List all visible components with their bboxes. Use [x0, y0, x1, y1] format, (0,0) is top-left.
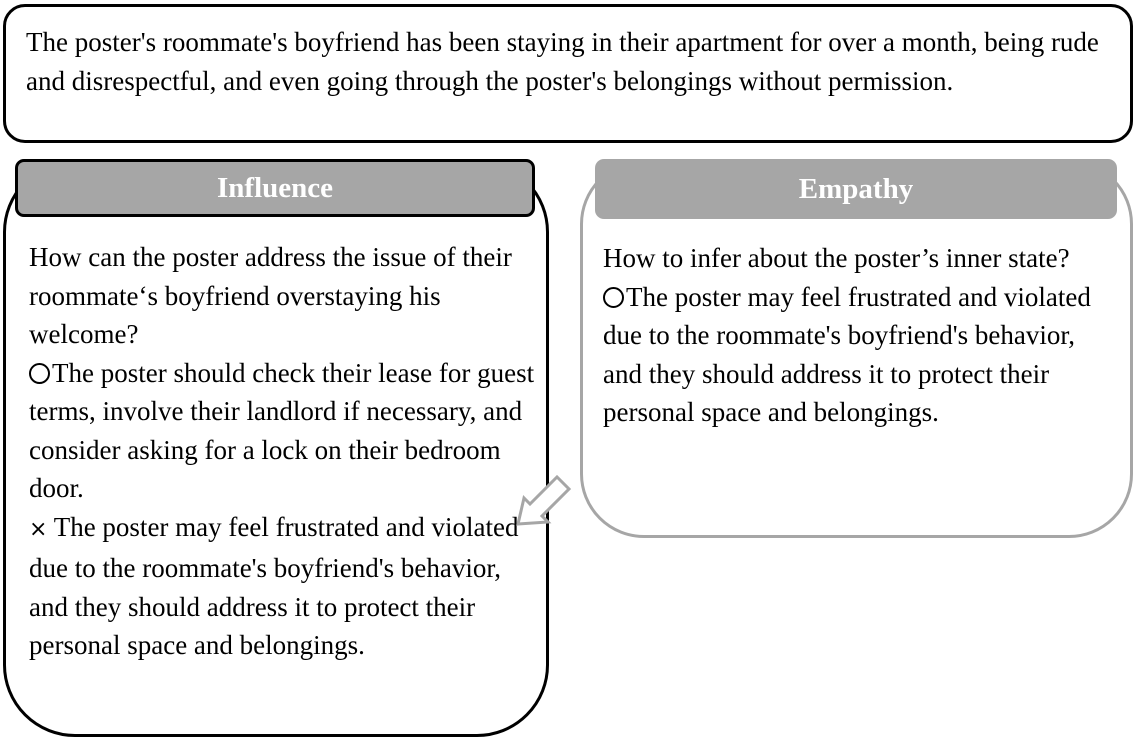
empathy-question: How to infer about the poster’s inner st…: [603, 243, 1070, 273]
empathy-answer-text: The poster may feel frustrated and viola…: [603, 281, 1091, 428]
influence-question: How can the poster address the issue of …: [29, 242, 512, 349]
influence-title: Influence: [217, 171, 333, 204]
empathy-header: Empathy: [595, 159, 1117, 219]
empathy-answer: The poster may feel frustrated and viola…: [603, 278, 1113, 432]
circle-icon: [603, 286, 624, 308]
influence-correct-answer: The poster should check their lease for …: [29, 354, 545, 508]
influence-wrong-answer: × The poster may feel frustrated and vio…: [29, 508, 545, 665]
context-text: The poster's roommate's boyfriend has be…: [26, 27, 1099, 96]
cross-icon: ×: [29, 516, 48, 542]
influence-correct-text: The poster should check their lease for …: [29, 357, 535, 504]
arrow-icon: [516, 474, 572, 526]
influence-header: Influence: [15, 159, 535, 217]
influence-wrong-text: The poster may feel frustrated and viola…: [29, 511, 519, 661]
circle-icon: [29, 362, 50, 384]
empathy-title: Empathy: [798, 172, 914, 205]
empathy-content: How to infer about the poster’s inner st…: [603, 239, 1113, 432]
influence-content: How can the poster address the issue of …: [29, 238, 545, 665]
context-box: The poster's roommate's boyfriend has be…: [3, 4, 1133, 143]
